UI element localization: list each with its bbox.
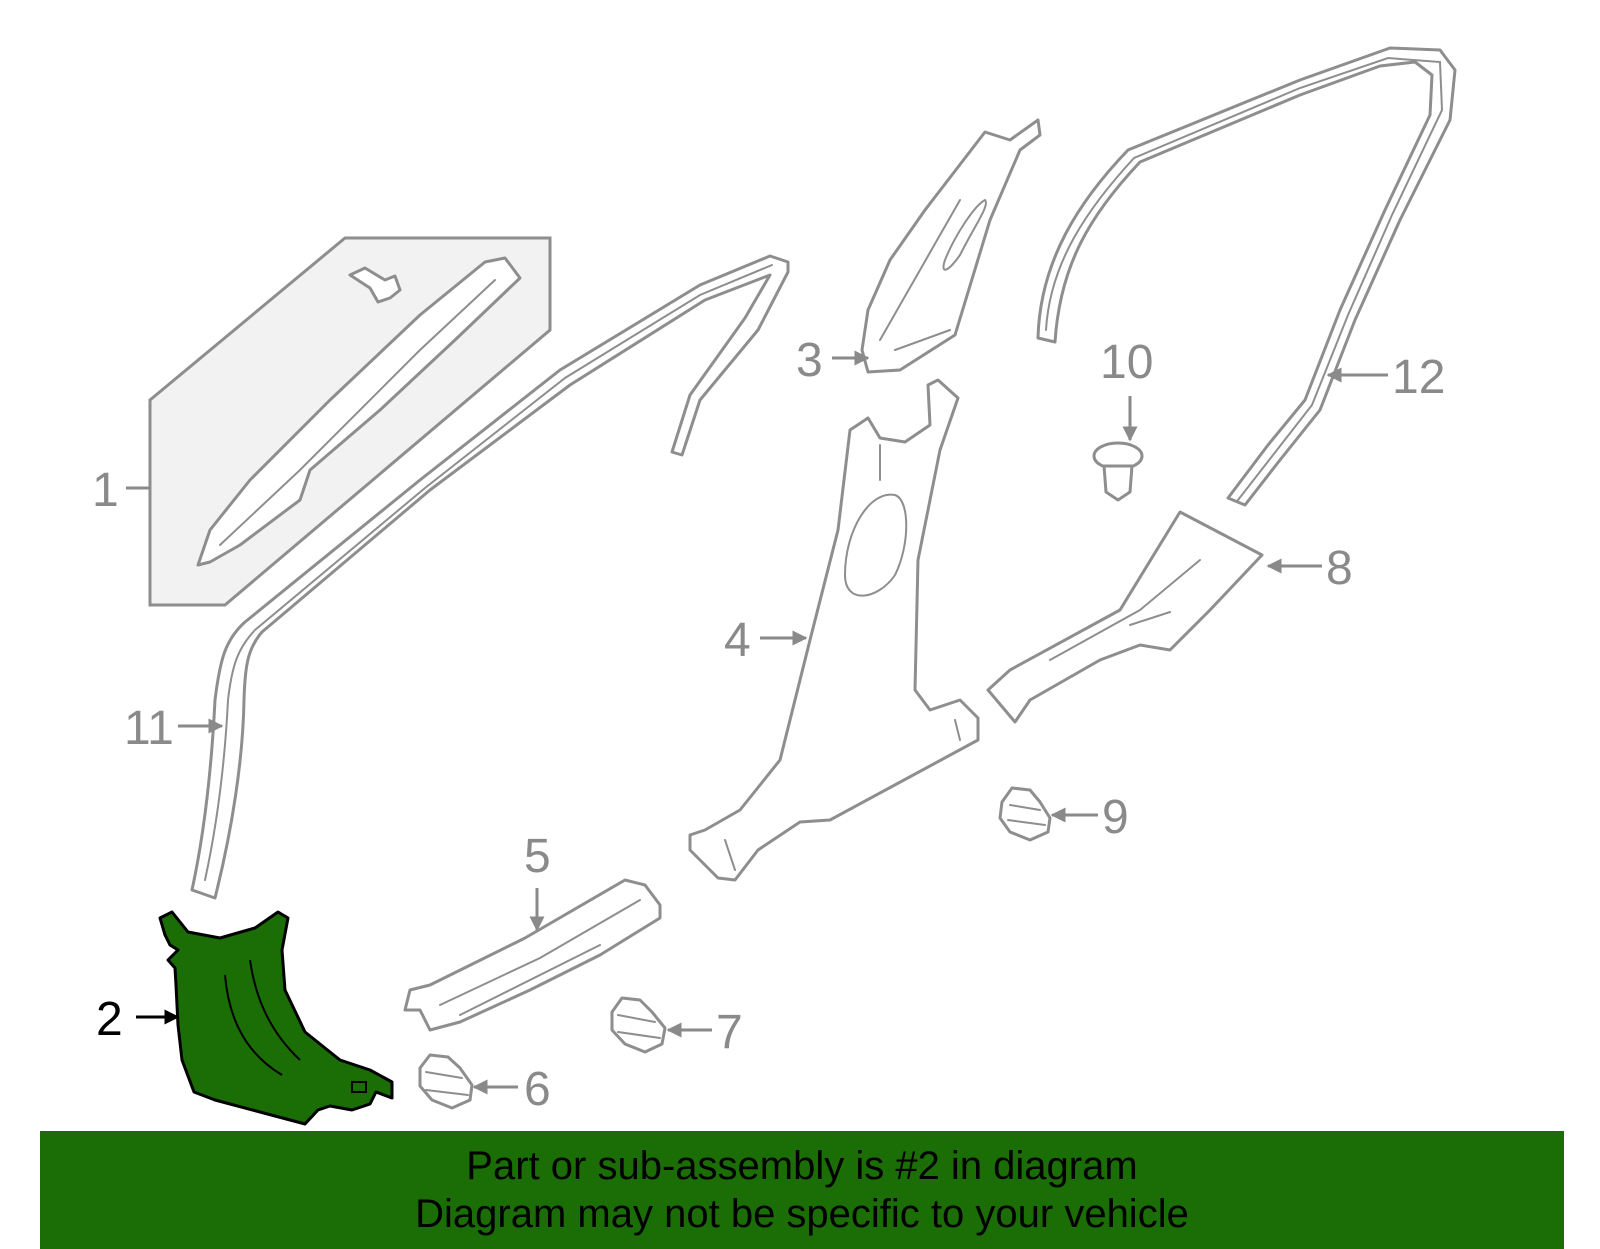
part-2-kick-panel[interactable] bbox=[158, 910, 394, 1126]
part-6-clip-body bbox=[418, 1053, 474, 1110]
part-8-rear-scuff-plate bbox=[986, 510, 1264, 724]
part-6-clip-detail bbox=[425, 1071, 469, 1096]
part-10-push-clip bbox=[1092, 441, 1144, 502]
part-3-upper-b-pillar-trim bbox=[860, 118, 1042, 374]
part-12-weatherstrip bbox=[1036, 46, 1457, 507]
part-7-clip-detail bbox=[617, 1014, 661, 1039]
part-8-scuff-plate bbox=[986, 510, 1264, 724]
callout-7: 7 bbox=[716, 1006, 743, 1059]
part-6-clip bbox=[418, 1053, 474, 1110]
part-8-seam bbox=[1049, 559, 1201, 661]
part-11-weatherstrip bbox=[190, 254, 790, 900]
part-4-trim bbox=[688, 378, 980, 882]
callout-8: 8 bbox=[1326, 542, 1353, 595]
part-2-contour-line bbox=[224, 974, 283, 1076]
part-3-window-recess bbox=[942, 198, 987, 271]
info-banner: Part or sub-assembly is #2 in diagram Di… bbox=[40, 1131, 1564, 1249]
callout-6: 6 bbox=[524, 1063, 551, 1116]
callout-9: 9 bbox=[1102, 791, 1129, 844]
callout-5: 5 bbox=[524, 830, 551, 883]
part-1-windshield-pillar-trim bbox=[148, 236, 552, 607]
callout-2[interactable]: 2 bbox=[96, 993, 123, 1046]
part-9-clip-body bbox=[998, 786, 1052, 842]
part-4-seam bbox=[724, 444, 961, 871]
banner-line-1: Part or sub-assembly is #2 in diagram bbox=[466, 1144, 1138, 1188]
part-10-clip-shank bbox=[1102, 464, 1134, 502]
part-2-contour-line-2 bbox=[249, 959, 301, 1061]
part-2-panel-body[interactable] bbox=[158, 910, 394, 1126]
part-1-clip bbox=[348, 266, 402, 304]
part-3-seam bbox=[879, 199, 961, 351]
part-11-seam bbox=[204, 264, 773, 881]
part-11-front-weatherstrip bbox=[190, 254, 790, 900]
part-7-clip bbox=[610, 996, 667, 1054]
callout-3: 3 bbox=[796, 334, 823, 387]
part-12-rear-weatherstrip bbox=[1036, 46, 1457, 507]
part-9-clip bbox=[998, 786, 1052, 842]
part-4-speaker-recess bbox=[843, 493, 908, 597]
part-1-trim-groove bbox=[219, 279, 496, 546]
callout-4: 4 bbox=[724, 614, 751, 667]
banner-line-2: Diagram may not be specific to your vehi… bbox=[415, 1192, 1189, 1236]
part-2-mount-hole bbox=[351, 1081, 367, 1093]
callout-12: 12 bbox=[1392, 351, 1445, 404]
part-5-seam bbox=[439, 899, 641, 1016]
part-12-seam bbox=[1045, 56, 1444, 501]
callout-10: 10 bbox=[1100, 336, 1153, 389]
part-4-lower-b-pillar-trim bbox=[688, 378, 980, 882]
callout-1: 1 bbox=[92, 464, 119, 517]
part-5-front-scuff-plate bbox=[403, 878, 662, 1032]
part-9-clip-detail bbox=[1007, 804, 1046, 826]
callout-11: 11 bbox=[124, 702, 174, 755]
part-7-clip-body bbox=[610, 996, 667, 1054]
